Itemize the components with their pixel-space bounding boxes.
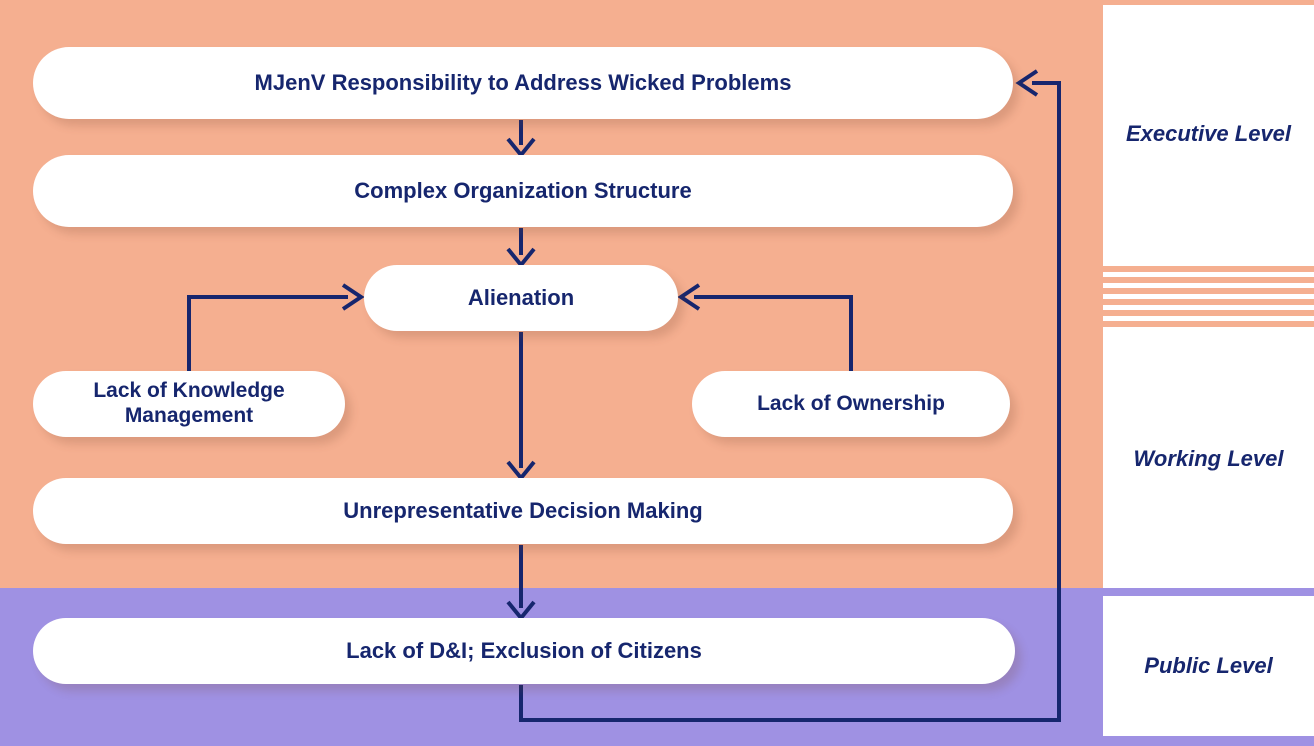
node-lack-of-knowledge-management[interactable]: Lack of Knowledge Management: [33, 371, 345, 437]
node-mjenv-responsibility[interactable]: MJenV Responsibility to Address Wicked P…: [33, 47, 1013, 119]
node-lack-of-di-exclusion-of-citizens[interactable]: Lack of D&I; Exclusion of Citizens: [33, 618, 1015, 684]
level-label-public: Public Level: [1103, 596, 1314, 736]
level-label-working: Working Level: [1103, 330, 1314, 588]
level-label-executive: Executive Level: [1103, 5, 1314, 262]
divider-stripe: [1103, 321, 1314, 327]
edge-structure-to-alienation: [506, 228, 536, 269]
node-complex-organization-structure[interactable]: Complex Organization Structure: [33, 155, 1013, 227]
divider-stripe: [1103, 299, 1314, 305]
node-unrepresentative-decision-making[interactable]: Unrepresentative Decision Making: [33, 478, 1013, 544]
divider-stripe: [1103, 310, 1314, 316]
node-alienation[interactable]: Alienation: [364, 265, 678, 331]
node-lack-of-ownership[interactable]: Lack of Ownership: [692, 371, 1010, 437]
edge-exclusion-to-responsibility-feedback: [519, 69, 1061, 722]
divider-stripe: [1103, 266, 1314, 272]
divider-stripe: [1103, 277, 1314, 283]
divider-stripe: [1103, 288, 1314, 294]
edge-knowledge-to-alienation: [187, 283, 365, 372]
edge-responsibility-to-structure: [506, 120, 536, 159]
edge-decision-to-exclusion: [506, 545, 536, 622]
edge-alienation-to-decision: [506, 332, 536, 482]
level-divider-stripes: [1103, 262, 1314, 330]
edge-ownership-to-alienation: [677, 283, 853, 372]
